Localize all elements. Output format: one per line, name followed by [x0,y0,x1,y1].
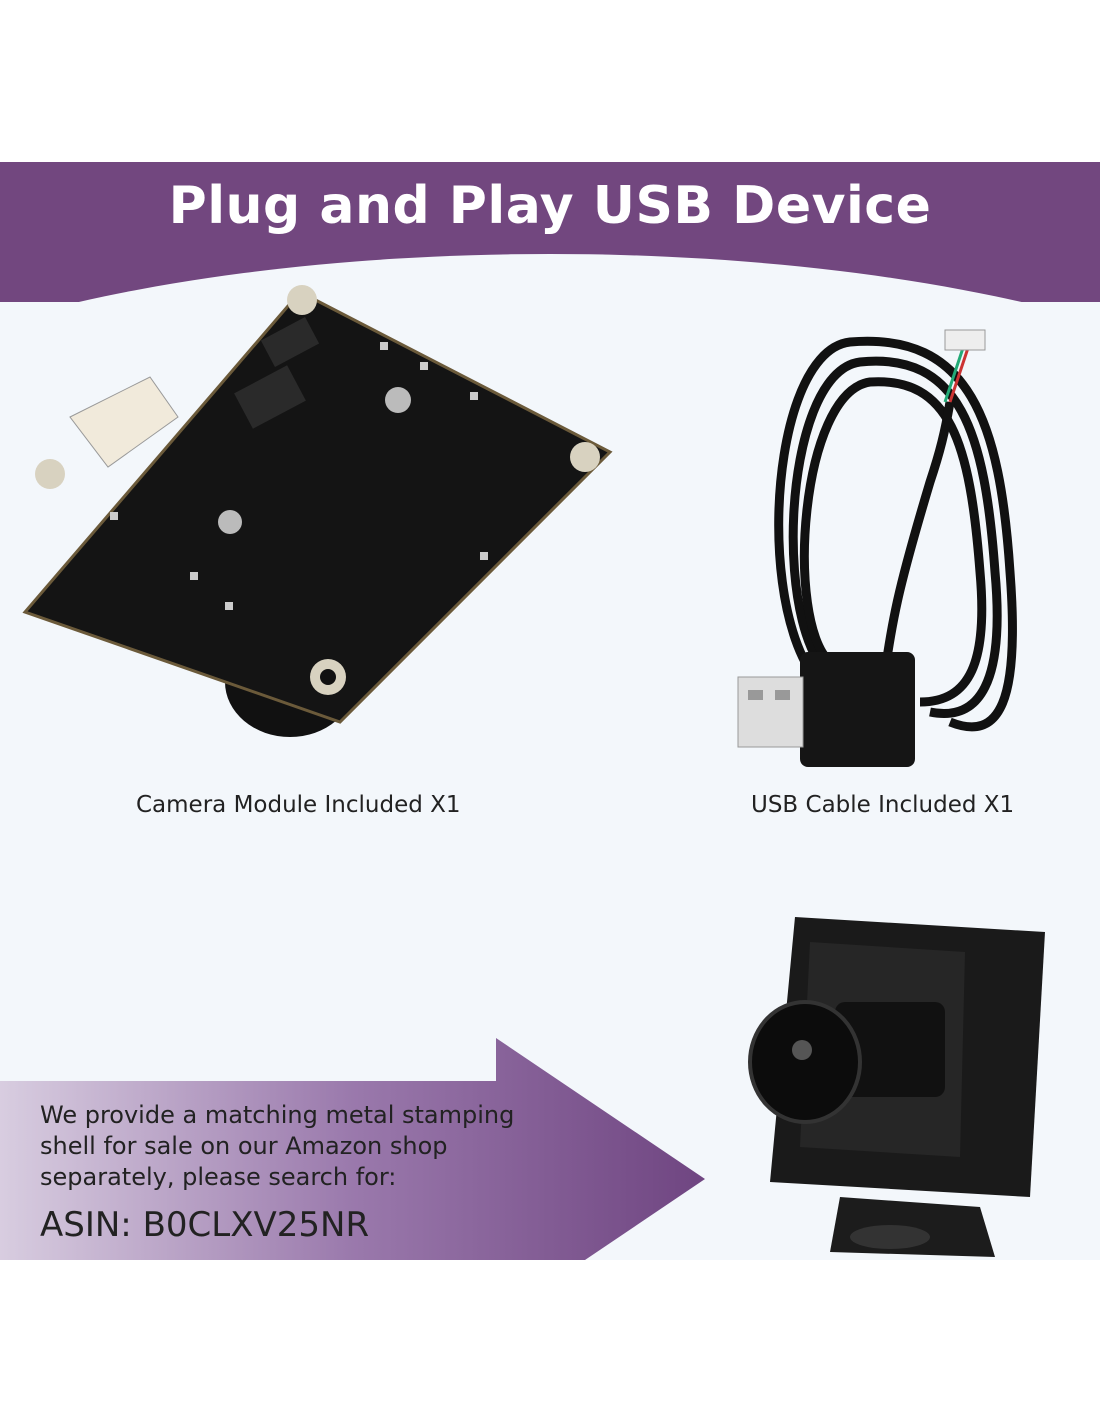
metal-shell-camera-image [748,917,1045,1257]
shell-note-line: We provide a matching metal stamping [40,1101,515,1129]
shell-note-text: We provide a matching metal stamping she… [40,1100,560,1193]
arrow-callout [0,1038,705,1260]
usb-cable-image [737,329,1017,767]
usb-cable-caption: USB Cable Included X1 [751,792,1015,818]
camera-module-caption: Camera Module Included X1 [136,792,461,818]
shell-note-line: shell for sale on our Amazon shop [40,1132,448,1160]
shell-note-line: separately, please search for: [40,1163,397,1191]
camera-module-image [22,285,613,737]
asin-code: ASIN: B0CLXV25NR [40,1205,370,1245]
banner-title: Plug and Play USB Device [168,176,932,236]
product-panel: Plug and Play USB Device Camera Module I… [0,162,1100,1260]
